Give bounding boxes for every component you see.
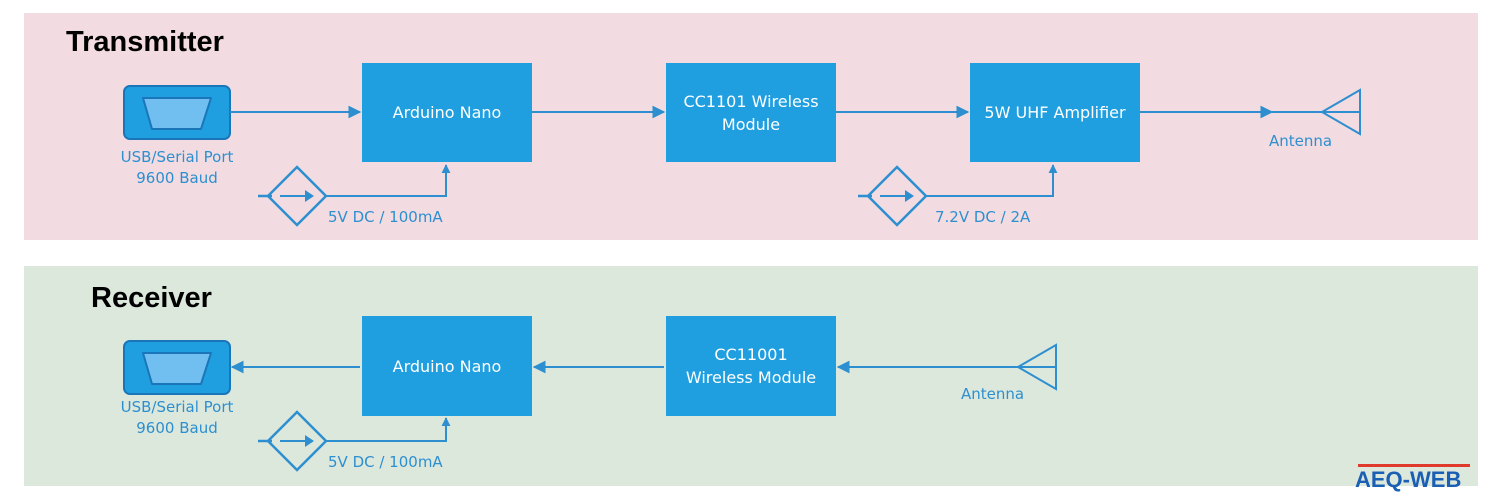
power-line-rx-arduino: [326, 417, 451, 442]
transmitter-title: Transmitter: [66, 26, 224, 58]
usb-serial-port-icon: [123, 340, 231, 395]
rx-usb-label: USB/Serial Port 9600 Baud: [120, 398, 234, 437]
power-source-icon: [258, 165, 328, 227]
tx-power1-label: 5V DC / 100mA: [328, 208, 443, 226]
rx-arduino-nano-block: Arduino Nano: [362, 316, 532, 416]
tx-power2-label: 7.2V DC / 2A: [935, 208, 1031, 226]
tx-usb-label: USB/Serial Port 9600 Baud: [120, 148, 234, 187]
power-source-icon: [858, 165, 928, 227]
tx-antenna-label: Antenna: [1269, 132, 1333, 150]
antenna-icon: [970, 343, 1057, 391]
usb-serial-port-icon: [123, 85, 231, 140]
rx-cc11001-module-block: CC11001 Wireless Module: [666, 316, 836, 416]
rx-power1-label: 5V DC / 100mA: [328, 453, 443, 471]
logo-text: AEQ-WEB: [1355, 467, 1462, 492]
power-line-tx-amplifier: [926, 164, 1058, 197]
antenna-icon: [1272, 88, 1361, 136]
tx-cc1101-module-block: CC1101 Wireless Module: [666, 63, 836, 162]
power-source-icon: [258, 410, 328, 472]
logo-bar: [1358, 464, 1470, 467]
tx-uhf-amplifier-block: 5W UHF Amplifier: [970, 63, 1140, 162]
rx-antenna-label: Antenna: [961, 385, 1025, 403]
power-line-tx-arduino: [326, 164, 451, 197]
receiver-title: Receiver: [91, 282, 212, 314]
tx-arduino-nano-block: Arduino Nano: [362, 63, 532, 162]
aeq-web-logo: AEQ-WEB: [1355, 464, 1475, 492]
